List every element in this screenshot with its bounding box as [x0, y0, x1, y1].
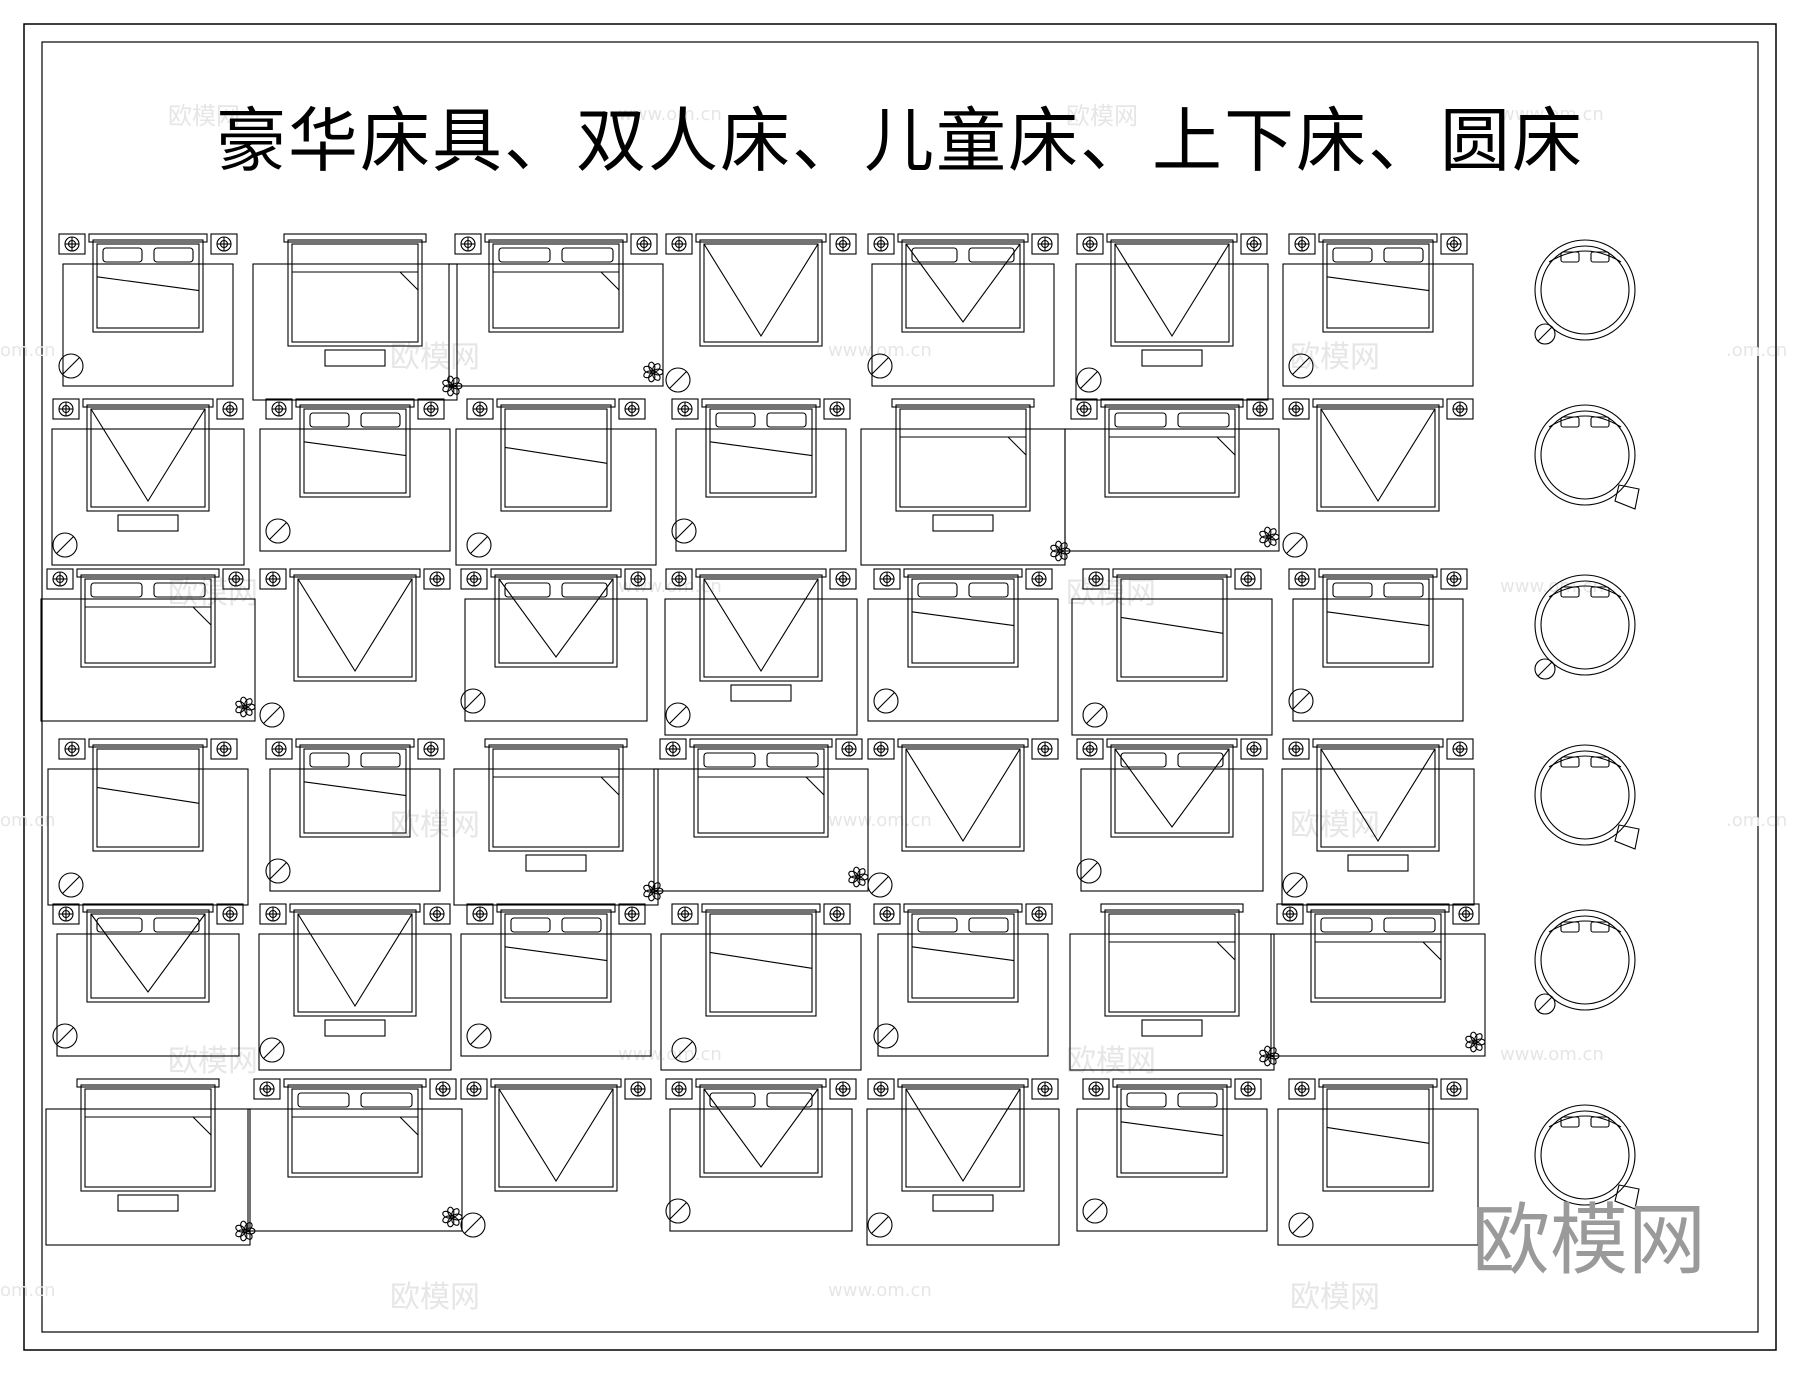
bed-block	[52, 903, 244, 1057]
bed-block	[1281, 738, 1475, 906]
round-bed-block	[1534, 404, 1640, 510]
bed-block	[653, 738, 869, 892]
bed-block	[1064, 398, 1280, 552]
bed-block	[1282, 398, 1474, 558]
bed-block	[665, 1078, 857, 1232]
bed-block	[265, 738, 445, 892]
round-bed-block	[1534, 239, 1636, 345]
bed-block	[1288, 568, 1468, 722]
bed-block	[1282, 233, 1474, 387]
round-bed-block	[1534, 909, 1636, 1015]
bed-block	[1076, 1078, 1268, 1232]
bed-block	[40, 568, 256, 722]
bed-block	[259, 398, 451, 552]
bed-block	[664, 568, 858, 736]
bed-block	[51, 398, 245, 566]
bed-block	[455, 398, 657, 566]
bed-block	[45, 1078, 256, 1246]
bed-block	[660, 903, 862, 1071]
bed-block	[1069, 903, 1280, 1071]
round-bed-block	[1534, 574, 1636, 680]
bed-block	[1076, 738, 1268, 892]
bed-block	[58, 233, 238, 387]
bed-block	[860, 398, 1071, 566]
round-bed-block	[1534, 744, 1640, 850]
bed-block	[1277, 1078, 1479, 1246]
bed-block	[460, 1078, 652, 1238]
bed-block	[252, 233, 463, 401]
bed-block	[867, 568, 1059, 722]
outer-border	[23, 23, 1777, 1351]
bed-block	[460, 903, 652, 1057]
bed-block	[671, 398, 851, 552]
bed-block	[665, 233, 857, 393]
bed-block	[1075, 233, 1269, 401]
drawing-title: 豪华床具、双人床、儿童床、上下床、圆床	[216, 100, 1584, 182]
bed-block	[47, 738, 249, 906]
bed-block	[453, 738, 664, 906]
bed-block	[866, 1078, 1060, 1246]
bed-block	[873, 903, 1053, 1057]
bed-block	[247, 1078, 463, 1232]
bed-block	[460, 568, 652, 722]
bed-block	[259, 568, 451, 728]
bed-block	[258, 903, 452, 1071]
corner-watermark: 欧模网	[1472, 1196, 1707, 1286]
bed-block	[867, 233, 1059, 387]
bed-block	[1270, 903, 1486, 1057]
bed-block	[448, 233, 664, 387]
bed-block	[867, 738, 1059, 898]
bed-block	[1071, 568, 1273, 736]
round-bed-block	[1534, 1104, 1640, 1210]
inner-border	[41, 41, 1759, 1333]
